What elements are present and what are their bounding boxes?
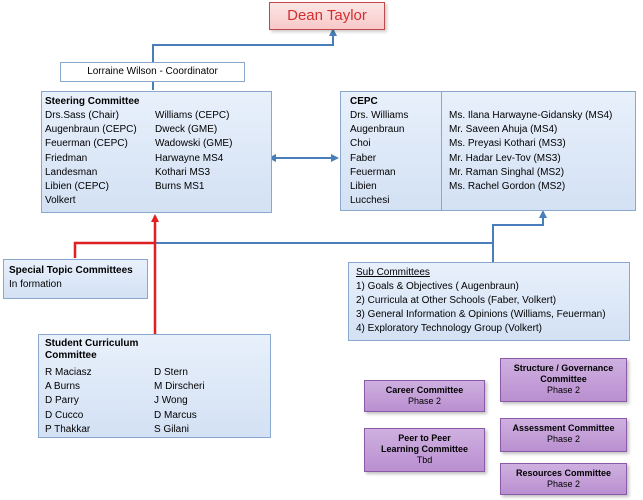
cepc-left-col: Drs. Williams Augenbraun Choi Faber Feue… [350, 109, 408, 208]
member: Dweck (GME) [155, 124, 218, 136]
assessment-committee-box: Assessment Committee Phase 2 [500, 418, 627, 452]
sub-item: 3) General Information & Opinions (Willi… [356, 309, 606, 320]
member: Wadowski (GME) [155, 138, 233, 150]
student-curriculum-box: Student Curriculum Committee R Maciasz A… [38, 334, 271, 438]
member: Feuerman (CEPC) [45, 138, 128, 150]
sub-title: Sub Committees [356, 267, 430, 278]
member: Kothari MS3 [155, 166, 211, 178]
special-topic-box: Special Topic Committees In formation [3, 259, 148, 299]
cepc-title: CEPC [350, 96, 378, 107]
member: Libien [350, 180, 377, 192]
member: Augenbraun [350, 124, 405, 136]
member: M Dirscheri [154, 381, 205, 393]
student-title-line1: Student Curriculum [45, 338, 139, 349]
dean-name: Dean Taylor [287, 7, 367, 24]
member: Mr. Saveen Ahuja (MS4) [449, 124, 558, 136]
member: P Thakkar [45, 423, 91, 435]
committee-name: Peer to Peer Learning Committee [380, 433, 468, 454]
member: Augenbraun (CEPC) [45, 124, 137, 136]
member: D Marcus [154, 409, 197, 421]
member: Landesman [45, 166, 98, 178]
member: Libien (CEPC) [45, 180, 109, 192]
sub-item: 2) Curricula at Other Schools (Faber, Vo… [356, 295, 557, 306]
steering-right-col: Williams (CEPC) Dweck (GME) Wadowski (GM… [155, 109, 232, 194]
dean-box: Dean Taylor [269, 2, 385, 30]
member: Mr. Hadar Lev-Tov (MS3) [449, 152, 561, 164]
steering-left-col: Drs.Sass (Chair) Augenbraun (CEPC) Feuer… [45, 109, 137, 208]
member: D Stern [154, 367, 188, 378]
member: Drs. Williams [350, 110, 409, 121]
member: S Gilani [154, 423, 190, 435]
special-title: Special Topic Committees [9, 265, 133, 276]
peer-learning-committee-box: Peer to Peer Learning Committee Tbd [364, 428, 485, 472]
special-status: In formation [9, 279, 62, 290]
member: J Wong [154, 395, 188, 407]
coordinator-box: Lorraine Wilson - Coordinator [60, 62, 245, 82]
member: Volkert [45, 195, 76, 207]
member: Faber [350, 152, 377, 164]
committee-phase: Phase 2 [546, 434, 581, 444]
student-title: Student Curriculum Committee [45, 338, 138, 362]
steering-committee-box: Steering Committee Drs.Sass (Chair) Auge… [41, 91, 272, 213]
member: Burns MS1 [155, 180, 205, 192]
committee-name: Assessment Committee [512, 423, 615, 433]
member: D Parry [45, 395, 79, 407]
student-title-line2: Committee [45, 350, 97, 361]
member: Williams (CEPC) [155, 110, 230, 121]
special-to-red-line [73, 241, 155, 258]
sub-item: 1) Goals & Objectives ( Augenbraun) [356, 281, 519, 292]
student-left-col: R Maciasz A Burns D Parry D Cucco P Thak… [45, 366, 92, 437]
committee-phase: Phase 2 [546, 385, 581, 395]
committee-name: Structure / Governance Committee [513, 363, 614, 384]
cepc-right-col: Ms. Ilana Harwayne-Gidansky (MS4) Mr. Sa… [449, 109, 612, 194]
committee-name: Career Committee [385, 385, 464, 395]
cepc-box: CEPC Drs. Williams Augenbraun Choi Faber… [340, 91, 636, 211]
career-committee-box: Career Committee Phase 2 [364, 380, 485, 412]
cepc-divider [441, 92, 442, 210]
resources-committee-box: Resources Committee Phase 2 [500, 463, 627, 495]
member: Drs.Sass (Chair) [45, 110, 119, 121]
structure-governance-committee-box: Structure / Governance Committee Phase 2 [500, 358, 627, 402]
steering-title: Steering Committee [45, 96, 140, 107]
member: Harwayne MS4 [155, 152, 224, 164]
coordinator-label: Lorraine Wilson - Coordinator [87, 66, 218, 77]
committee-phase: Tbd [416, 455, 433, 465]
member: Choi [350, 138, 371, 150]
member: A Burns [45, 381, 81, 393]
sub-item: 4) Exploratory Technology Group (Volkert… [356, 323, 543, 334]
member: Ms. Preyasi Kothari (MS3) [449, 138, 566, 150]
member: Mr. Raman Singhal (MS2) [449, 166, 565, 178]
committee-phase: Phase 2 [546, 479, 581, 489]
committee-name: Resources Committee [515, 468, 612, 478]
member: Feuerman [350, 166, 396, 178]
sub-committees-box: Sub Committees 1) Goals & Objectives ( A… [348, 262, 630, 341]
member: D Cucco [45, 409, 84, 421]
member: Ms. Ilana Harwayne-Gidansky (MS4) [449, 110, 613, 121]
member: R Maciasz [45, 367, 92, 378]
member: Lucchesi [350, 195, 390, 207]
student-right-col: D Stern M Dirscheri J Wong D Marcus S Gi… [154, 366, 205, 437]
committee-phase: Phase 2 [407, 396, 442, 406]
member: Friedman [45, 152, 88, 164]
member: Ms. Rachel Gordon (MS2) [449, 180, 566, 192]
subcommittees-to-cepc-line [74, 210, 547, 258]
